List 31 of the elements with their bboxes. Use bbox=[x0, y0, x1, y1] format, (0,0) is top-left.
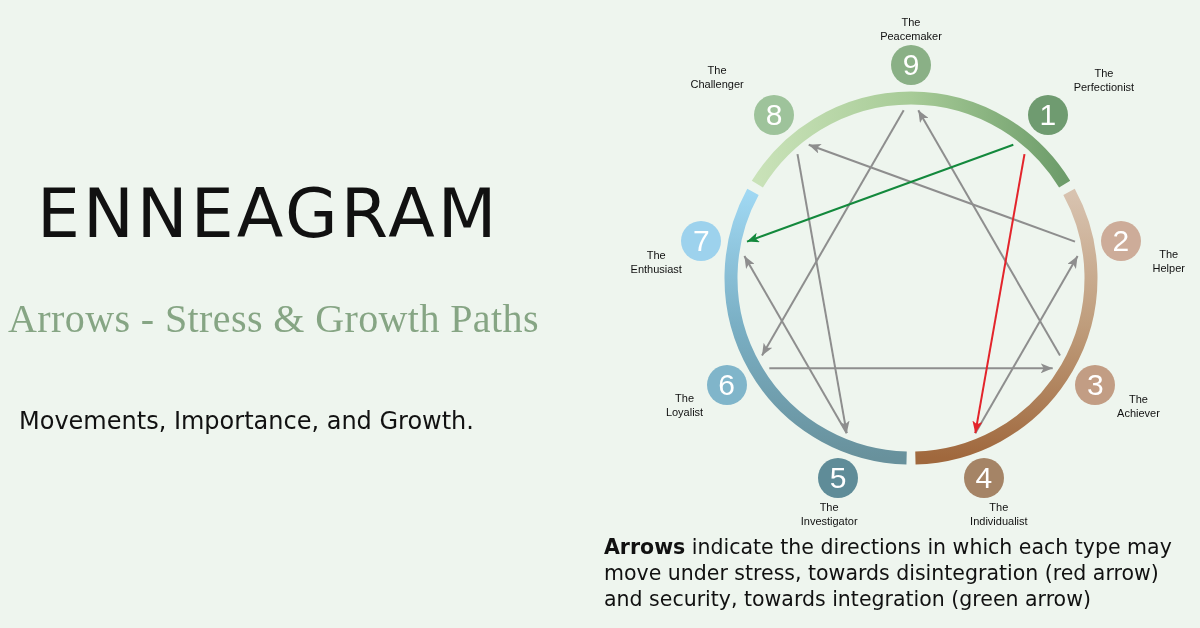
arrow bbox=[974, 255, 1079, 435]
arrow bbox=[917, 109, 1061, 357]
arrow bbox=[746, 143, 1015, 243]
type-number-circle: 7 bbox=[681, 221, 722, 261]
type-number-circle: 9 bbox=[891, 45, 931, 85]
arrow bbox=[761, 109, 905, 357]
type-number-circle: 8 bbox=[754, 94, 795, 135]
arrow bbox=[972, 153, 1026, 435]
tagline: Movements, Importance, and Growth. bbox=[19, 406, 474, 436]
arrow bbox=[768, 363, 1054, 374]
type-number-circle: 3 bbox=[1075, 364, 1116, 405]
type-number-circle: 2 bbox=[1100, 221, 1141, 261]
type-name: The Peacemaker bbox=[880, 15, 942, 43]
type-name: The Individualist bbox=[970, 500, 1028, 529]
type-name: The Perfectionist bbox=[1073, 65, 1135, 94]
type-name: The Challenger bbox=[690, 62, 744, 91]
title: ENNEAGRAM bbox=[37, 178, 500, 250]
type-number-circle: 5 bbox=[818, 458, 859, 499]
subtitle: Arrows - Stress & Growth Paths bbox=[8, 296, 539, 342]
type-number-circle: 6 bbox=[706, 364, 747, 405]
type-name: The Achiever bbox=[1117, 391, 1160, 420]
type-number-circle: 4 bbox=[963, 458, 1004, 499]
arrow bbox=[807, 143, 1076, 243]
note-text: Arrows indicate the directions in which each type may move under stress, towards disintegration (red arrow) and security, towards integration (green arrow) bbox=[604, 534, 1173, 612]
type-name: The Loyalist bbox=[665, 390, 704, 419]
type-name: The Enthusiast bbox=[630, 248, 682, 276]
arrow bbox=[796, 153, 850, 435]
type-name: The Investigator bbox=[800, 500, 858, 529]
type-number-circle: 1 bbox=[1027, 94, 1068, 135]
arrow bbox=[743, 255, 848, 435]
type-name: The Helper bbox=[1152, 247, 1185, 275]
